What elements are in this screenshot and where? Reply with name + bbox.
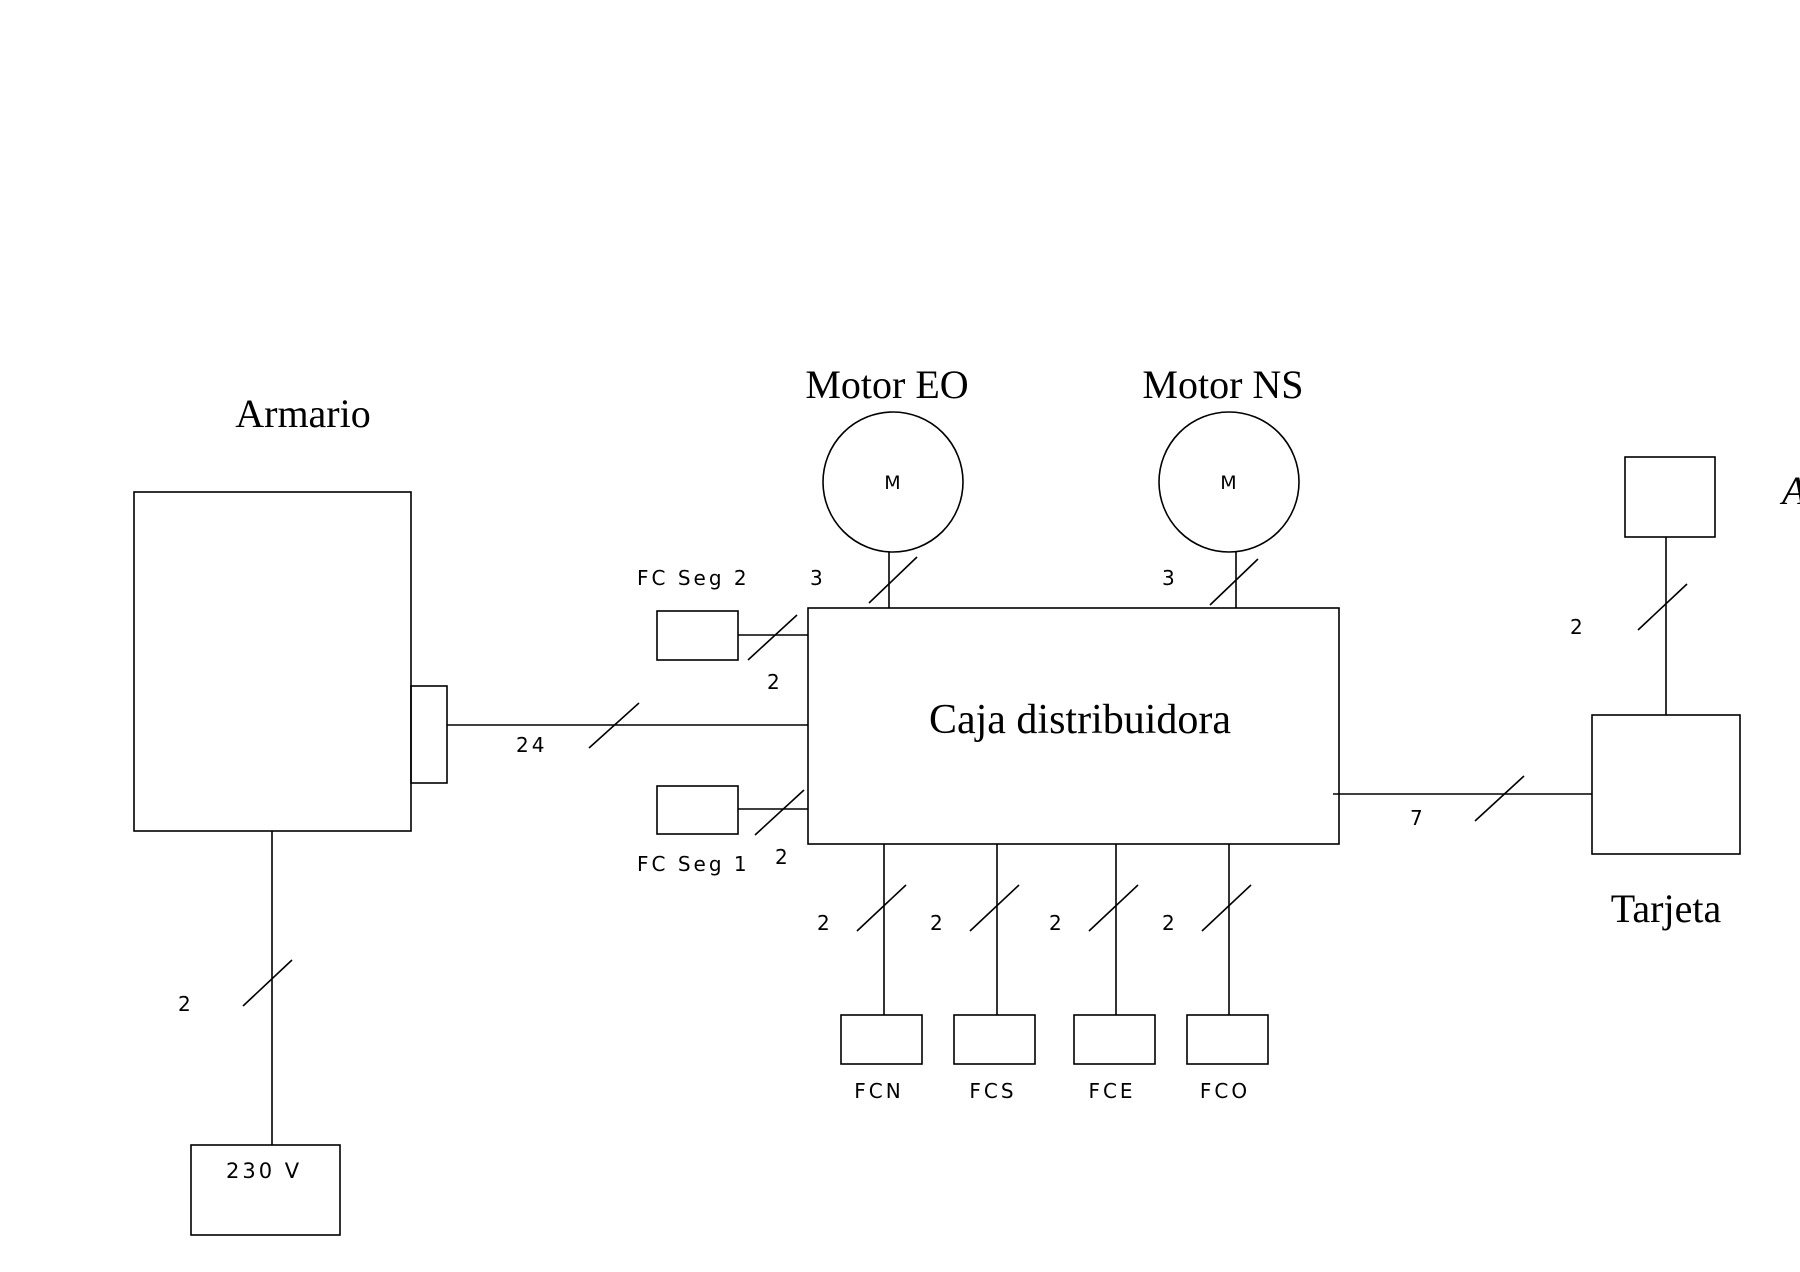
tarjeta-top-count: 2 [1570, 615, 1586, 639]
supply-count: 2 [178, 992, 194, 1016]
tarjeta-slash [1474, 775, 1525, 822]
fc-seg-1-label: FC Seg 1 [637, 852, 750, 876]
motor-eo-circle [822, 411, 964, 553]
armario-title: Armario [235, 391, 371, 436]
tarjeta-count: 7 [1410, 806, 1426, 830]
motor-ns-slash [1209, 558, 1259, 606]
tarjeta-box [1591, 714, 1741, 855]
motor-ns-title: Motor NS [1142, 362, 1303, 407]
fc-seg-2-label: FC Seg 2 [637, 566, 750, 590]
motor-ns-circle [1158, 411, 1300, 553]
fc-seg-1-box [656, 785, 739, 835]
supply-label: 230 V [226, 1159, 302, 1183]
tarjeta-top-slash [1637, 583, 1688, 631]
top-right-box [1624, 456, 1716, 538]
fc-seg-2-slash [747, 614, 798, 661]
motor-ns-count: 3 [1162, 566, 1178, 590]
cut-off-label: A [1779, 468, 1800, 513]
fc-seg-2-box [656, 610, 739, 661]
fc-seg-2-count: 2 [767, 670, 783, 694]
fce-box [1073, 1014, 1156, 1065]
fce-slash [1088, 884, 1139, 932]
fce-count: 2 [1049, 911, 1065, 935]
supply-slash [242, 959, 293, 1007]
armario-connector [410, 685, 448, 784]
armario-caja-count: 24 [516, 733, 547, 757]
armario-box [133, 491, 412, 832]
fco-box [1186, 1014, 1269, 1065]
fcs-box [953, 1014, 1036, 1065]
fcs-count: 2 [930, 911, 946, 935]
fc-seg-1-count: 2 [775, 845, 791, 869]
armario-caja-slash [588, 702, 640, 749]
caja-box [807, 607, 1340, 845]
fcn-count: 2 [817, 911, 833, 935]
fcn-label: FCN [854, 1079, 903, 1103]
motor-eo-title: Motor EO [805, 362, 968, 407]
motor-eo-slash [868, 556, 918, 604]
caja-label: Caja distribuidora [929, 697, 1231, 743]
fcn-box [840, 1014, 923, 1065]
fco-count: 2 [1162, 911, 1178, 935]
supply-box [190, 1144, 341, 1236]
fc-seg-1-slash [754, 789, 805, 836]
motor-eo-symbol: M [884, 472, 903, 494]
fco-slash [1201, 884, 1252, 932]
tarjeta-title: Tarjeta [1611, 886, 1722, 931]
motor-eo-count: 3 [810, 566, 826, 590]
fcs-slash [969, 884, 1020, 932]
fco-label: FCO [1200, 1079, 1250, 1103]
fcn-slash [856, 884, 907, 932]
motor-ns-symbol: M [1220, 472, 1239, 494]
fce-label: FCE [1088, 1079, 1135, 1103]
fcs-label: FCS [969, 1079, 1016, 1103]
